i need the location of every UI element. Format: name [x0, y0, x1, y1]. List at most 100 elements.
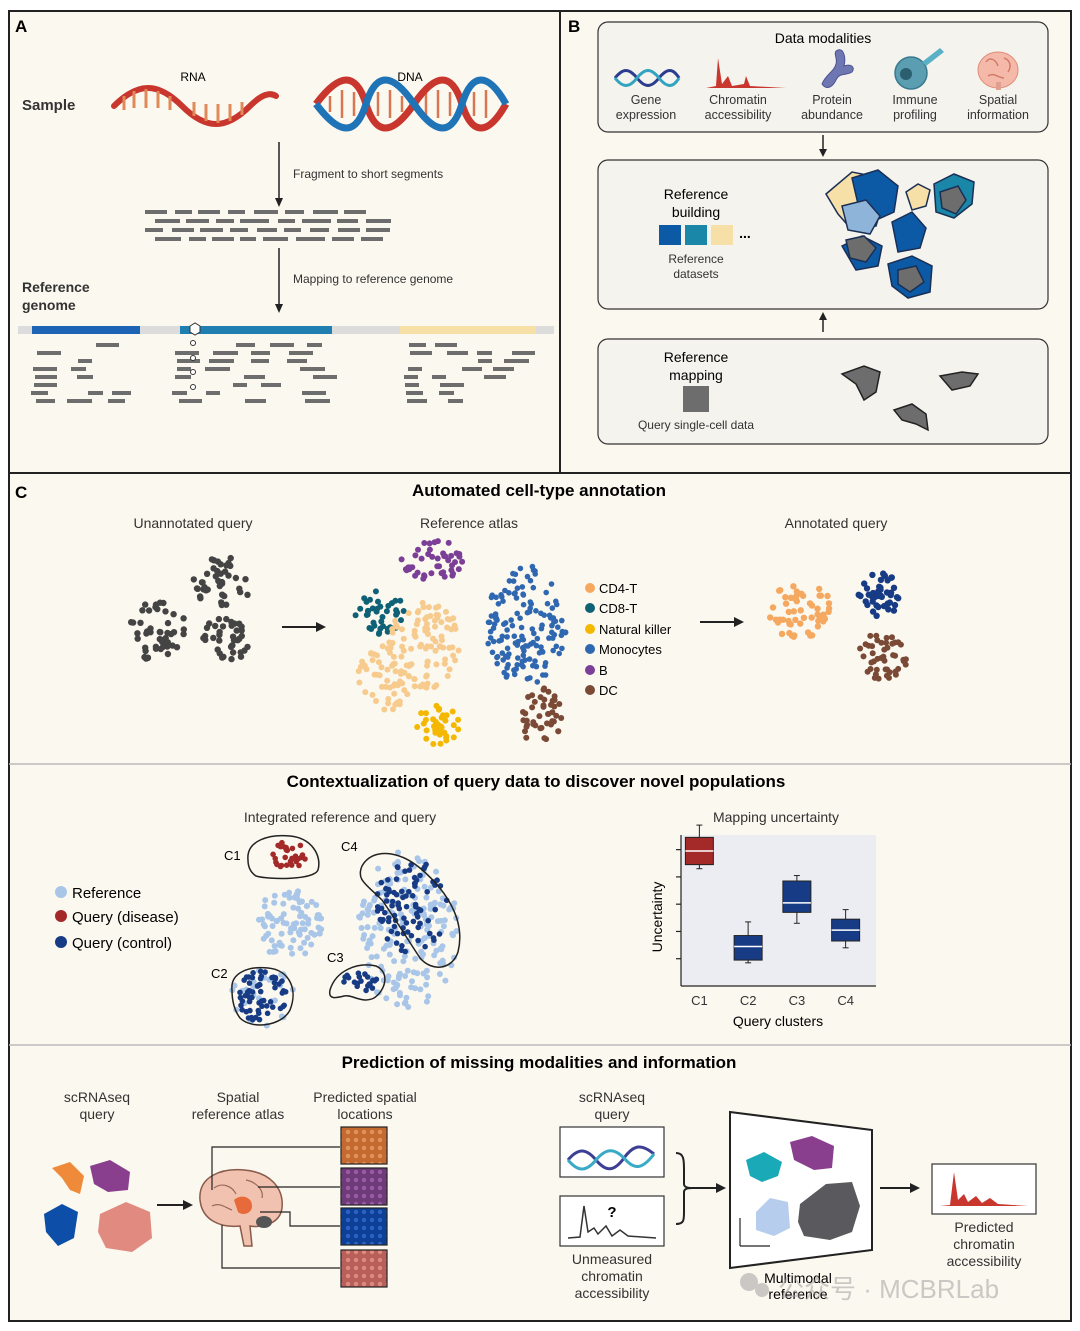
reference-cell-dot: [364, 924, 371, 931]
atlas-cell-dot: [506, 578, 513, 584]
modality-labels: Gene expression Chromatin accessibility …: [616, 93, 1029, 122]
legend-label: DC: [599, 683, 618, 698]
control-cell-dot: [238, 1002, 244, 1009]
reference-cell-dot: [440, 923, 447, 930]
reference-cell-dot: [437, 960, 444, 967]
disease-cell-dot: [272, 855, 279, 862]
control-cell-dot: [256, 1000, 262, 1006]
modality-label: Immune: [892, 93, 937, 107]
read-segment: [344, 210, 366, 214]
control-cell-dot: [427, 930, 433, 937]
control-cell-dot: [403, 903, 410, 910]
control-cell-dot: [417, 872, 423, 879]
query-cell-dot: [161, 642, 168, 649]
atlas-cell-dot: [443, 733, 450, 740]
atlas-cell-dot: [362, 689, 369, 696]
integrated-label: Integrated reference and query: [244, 809, 436, 825]
panel-a-letter: A: [15, 17, 27, 36]
atlas-cell-dot: [425, 604, 432, 611]
modalities-box: [597, 21, 1049, 133]
atlas-cell-dot: [494, 653, 501, 660]
reference-cell-dot: [305, 920, 312, 927]
atlas-cell-dot: [455, 716, 462, 723]
read-segment: [406, 391, 423, 395]
annotated-cell-dot: [862, 641, 869, 648]
unmeasured-label: accessibility: [575, 1285, 650, 1301]
reference-cell-dot: [291, 894, 298, 901]
atlas-cell-dot: [409, 564, 416, 571]
atlas-cell-dot: [391, 681, 398, 688]
read-segment: [338, 228, 360, 232]
atlas-cell-dot: [393, 622, 400, 629]
arrowhead: [316, 622, 326, 632]
read-segment: [289, 351, 313, 355]
atlas-cell-dot: [446, 666, 453, 673]
query-cell-dot: [134, 635, 141, 642]
annotated-cell-dot: [883, 672, 890, 679]
atlas-cell-dot: [443, 737, 450, 744]
control-cell-dot: [385, 877, 391, 883]
location-tile: [340, 1167, 388, 1206]
atlas-cell-dot: [369, 691, 376, 698]
atlas-cell-dot: [527, 577, 534, 584]
read-segment: [175, 351, 199, 355]
control-cell-dot: [399, 888, 405, 895]
reference-cell-dot: [431, 899, 438, 906]
read-segment: [34, 383, 57, 387]
atlas-cell-dot: [400, 635, 407, 642]
atlas-cell-dot: [415, 546, 421, 553]
atlas-cell-dot: [548, 721, 554, 728]
query-cell-dot: [145, 607, 153, 614]
atlas-cell-dot: [380, 623, 386, 630]
control-cell-dot: [383, 885, 389, 892]
atlas-cell-dot: [423, 710, 429, 717]
annotated-cell-dot: [877, 576, 885, 584]
sample-label: Sample: [22, 97, 75, 114]
multimodal-cell-shapes: [746, 1136, 860, 1240]
atlas-cell-dot: [423, 672, 430, 679]
control-cell-dot: [257, 988, 264, 995]
atlas-cell-dot: [383, 608, 390, 615]
reference-cell-dot: [316, 930, 323, 937]
control-cell-dot: [250, 970, 256, 976]
annotated-cell-dot: [816, 592, 823, 599]
reference-cell-dot: [278, 930, 285, 937]
control-cell-dot: [365, 983, 371, 989]
control-cell-dot: [393, 940, 400, 946]
question-mark: ?: [607, 1204, 616, 1221]
read-segment: [261, 383, 281, 387]
reference-cell-dot: [453, 928, 460, 935]
atlas-cell-dot: [504, 665, 510, 671]
reference-cell-dot: [366, 902, 373, 908]
annotation-title: Automated cell-type annotation: [412, 481, 666, 500]
atlas-cell-dot: [384, 628, 391, 635]
query-cell-dot: [203, 570, 211, 577]
atlas-cell-dot: [504, 654, 511, 660]
legend-label: Natural killer: [599, 622, 672, 637]
reference-cell-dot: [397, 992, 403, 999]
legend-label: Monocytes: [599, 642, 662, 657]
reference-cell-dot: [451, 900, 458, 907]
query-cell-dot: [142, 644, 149, 651]
atlas-cell-dot: [494, 617, 500, 623]
query-cell-dot: [238, 627, 245, 634]
control-cell-dot: [344, 972, 350, 979]
annotated-cell-dot: [873, 632, 880, 639]
rna-label: RNA: [180, 70, 205, 84]
read-segment: [245, 399, 266, 403]
control-cell-dot: [388, 928, 395, 935]
atlas-cell-dot: [403, 662, 410, 669]
reference-cell-dot: [288, 925, 294, 932]
reference-cell-dot: [297, 913, 303, 920]
reference-cell-dot: [265, 913, 272, 920]
modality-label: abundance: [801, 108, 863, 122]
control-cell-dot: [364, 974, 371, 980]
reference-cell-dot: [402, 973, 409, 979]
atlas-cell-dot: [530, 721, 537, 728]
reference-cell-dot: [386, 941, 393, 948]
reference-cell-dot: [377, 925, 384, 932]
reference-cell-dot: [281, 891, 288, 898]
atlas-cell-dot: [499, 633, 506, 640]
control-cell-dot: [246, 994, 252, 1000]
read-segment: [71, 367, 86, 371]
